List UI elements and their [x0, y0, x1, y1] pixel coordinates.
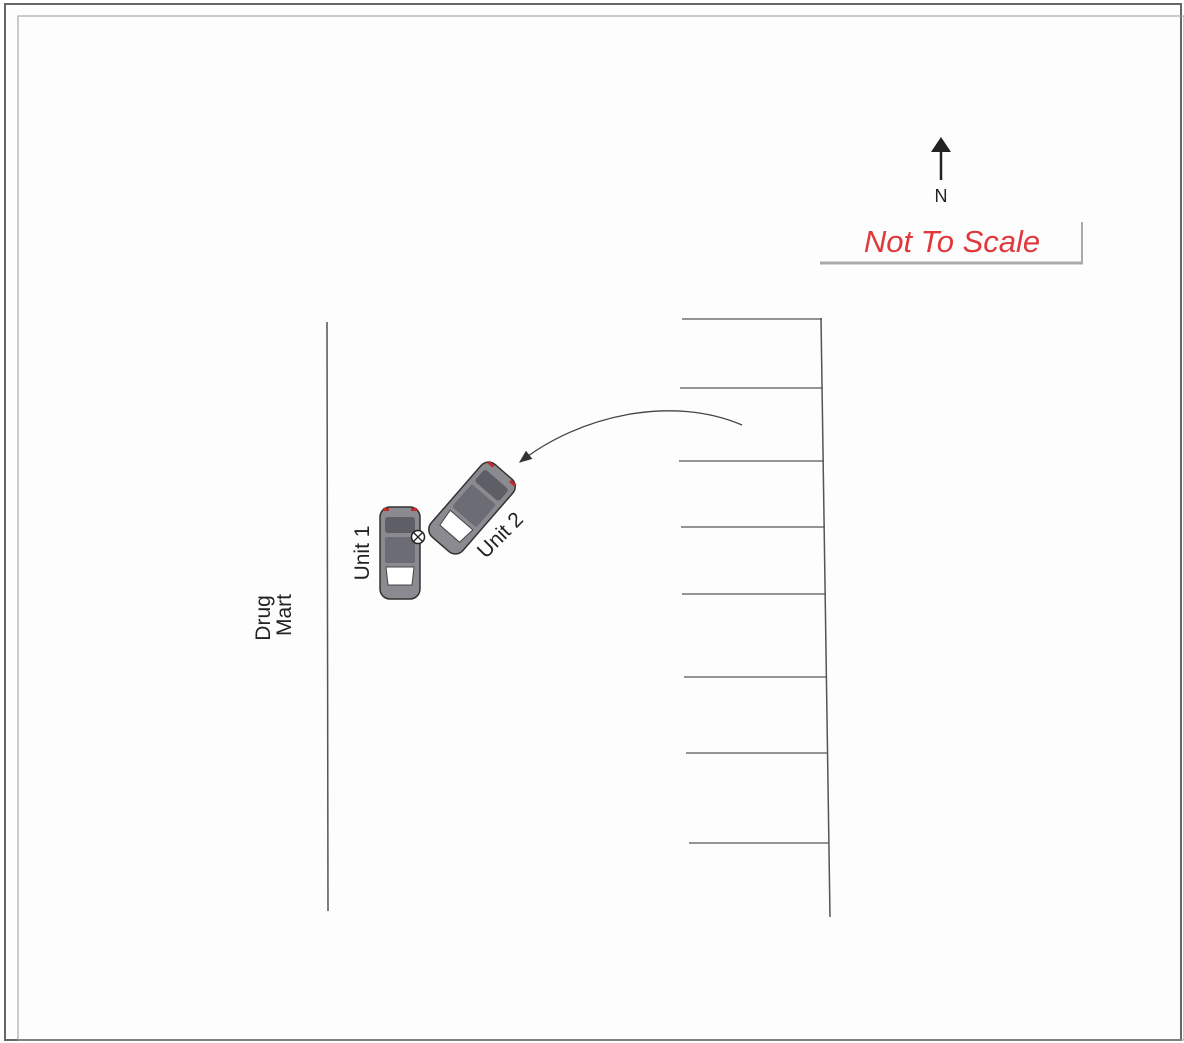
building-label: Drug Mart: [252, 589, 296, 640]
unit-2-vehicle: [428, 460, 517, 555]
north-label: N: [935, 186, 948, 206]
parking-edge-line: [820, 317, 831, 918]
building-label-line2: Mart: [273, 594, 296, 636]
scale-note-text: Not To Scale: [864, 224, 1040, 259]
unit-1-label: Unit 1: [351, 526, 374, 581]
building-line: [326, 321, 329, 912]
inner-frame: [17, 15, 1184, 1041]
scale-note-box: [820, 222, 1083, 265]
curved-arrow-icon: [518, 410, 743, 463]
north-arrow-icon: [931, 137, 951, 180]
unit-1-vehicle: [379, 506, 421, 600]
building-label-line1: Drug: [252, 595, 275, 641]
circled-x-icon: [410, 529, 426, 545]
parking-stalls: [679, 318, 829, 844]
page-frame: [4, 3, 1182, 1041]
